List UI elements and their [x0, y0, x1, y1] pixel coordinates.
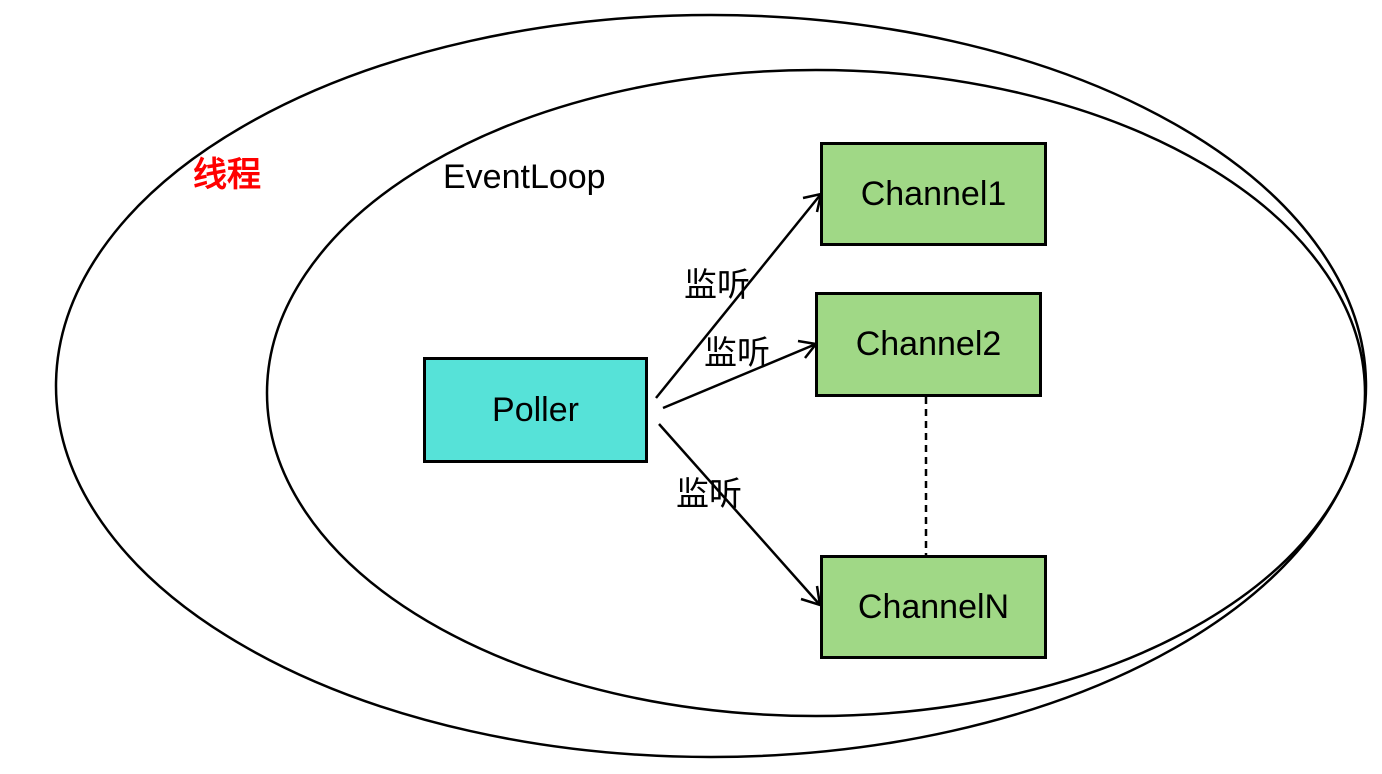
channelN-node[interactable]: ChannelN	[820, 555, 1047, 659]
channel2-node[interactable]: Channel2	[815, 292, 1042, 397]
edge-label-channel1: 监听	[684, 265, 750, 304]
edge-label-channel2: 监听	[704, 333, 770, 372]
edge-label-channelN: 监听	[676, 474, 742, 513]
channel1-label: Channel1	[860, 174, 1007, 213]
poller-label: Poller	[492, 390, 579, 429]
channel2-label: Channel2	[855, 325, 1002, 363]
eventloop-label: EventLoop	[443, 158, 606, 196]
edge-poller-channelN	[658, 423, 822, 607]
thread-label: 线程	[193, 155, 261, 195]
eventloop-ellipse	[265, 68, 1367, 718]
thread-ellipse	[54, 13, 1368, 759]
channel1-node[interactable]: Channel1	[820, 142, 1047, 246]
channelN-label: ChannelN	[857, 587, 1010, 626]
poller-node[interactable]: Poller	[423, 357, 648, 463]
